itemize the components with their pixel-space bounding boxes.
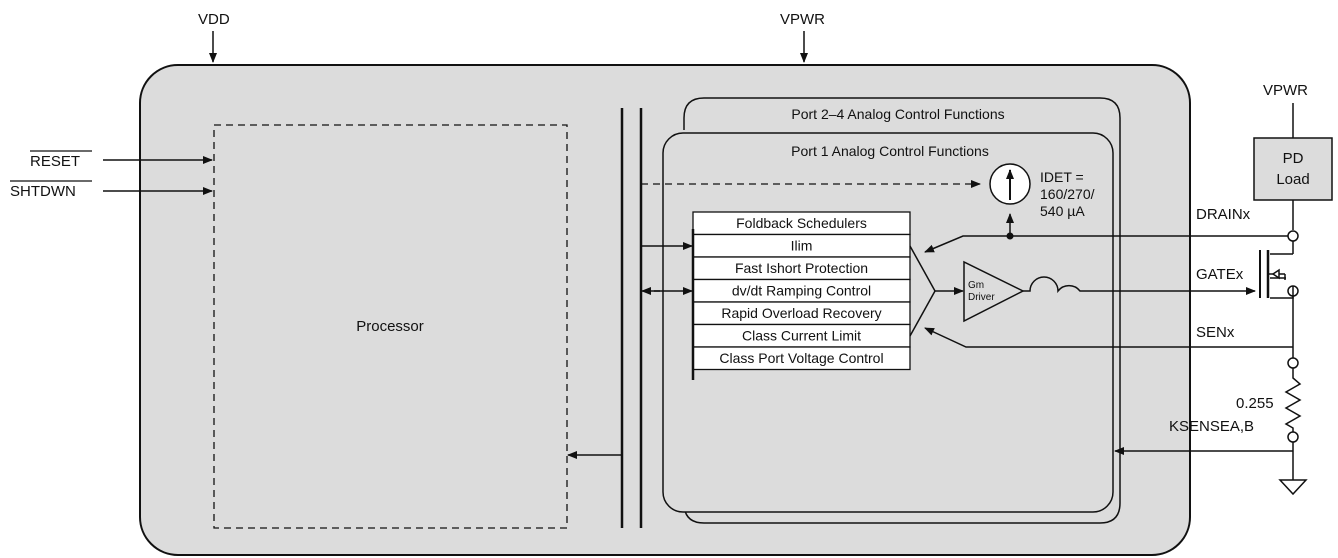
drain-feedback [924,235,1293,253]
port24-label: Port 2–4 Analog Control Functions [791,106,1004,122]
function-row-label: Class Current Limit [742,328,861,344]
port1-label: Port 1 Analog Control Functions [791,143,989,159]
function-row-label: Rapid Overload Recovery [721,305,881,321]
ksense-label: KSENSEA,B [1169,418,1254,435]
processor-block [213,124,568,529]
function-row-label: Foldback Schedulers [736,215,867,231]
gatex-label: GATEx [1196,266,1244,283]
drainx-label: DRAINx [1196,206,1251,223]
ksense-pin [1287,431,1299,443]
drain-pin [1287,230,1299,242]
vdd-label: VDD [198,11,230,28]
stack-to-driver-bottom [909,290,936,337]
senx-label: SENx [1196,324,1235,341]
mosfet-icon [1259,241,1294,358]
sen-feedback [924,327,1293,348]
gate-drive-line [1023,276,1256,295]
drain-junction-dot [1006,232,1014,240]
resistor-value-label: 0.255 [1236,395,1274,412]
function-row-label: dv/dt Ramping Control [732,283,871,299]
vpwr-top-label: VPWR [780,11,825,28]
idet-label-line3: 540 µA [1040,203,1085,219]
gm-driver-triangle [963,260,1025,323]
shtdwn-label: SHTDWN [10,183,76,200]
idet-label-line2: 160/270/ [1040,186,1095,202]
driver-label: Driver [968,292,995,303]
vpwr-right-label: VPWR [1263,82,1308,99]
pd-label: PD [1283,150,1304,167]
gm-label: Gm [968,280,984,291]
idet-label-line1: IDET = [1040,169,1084,185]
processor-label: Processor [356,318,424,335]
pd-load-box [1253,137,1333,201]
function-row-label: Ilim [791,238,813,254]
stack-to-driver-top [909,245,936,292]
function-row-label: Fast Ishort Protection [735,260,868,276]
sen-pin [1287,357,1299,369]
ground-icon [1278,479,1308,496]
function-row-label: Class Port Voltage Control [719,350,883,366]
resistor-icon [1284,368,1302,432]
load-label: Load [1276,171,1309,188]
reset-label: RESET [30,153,80,170]
